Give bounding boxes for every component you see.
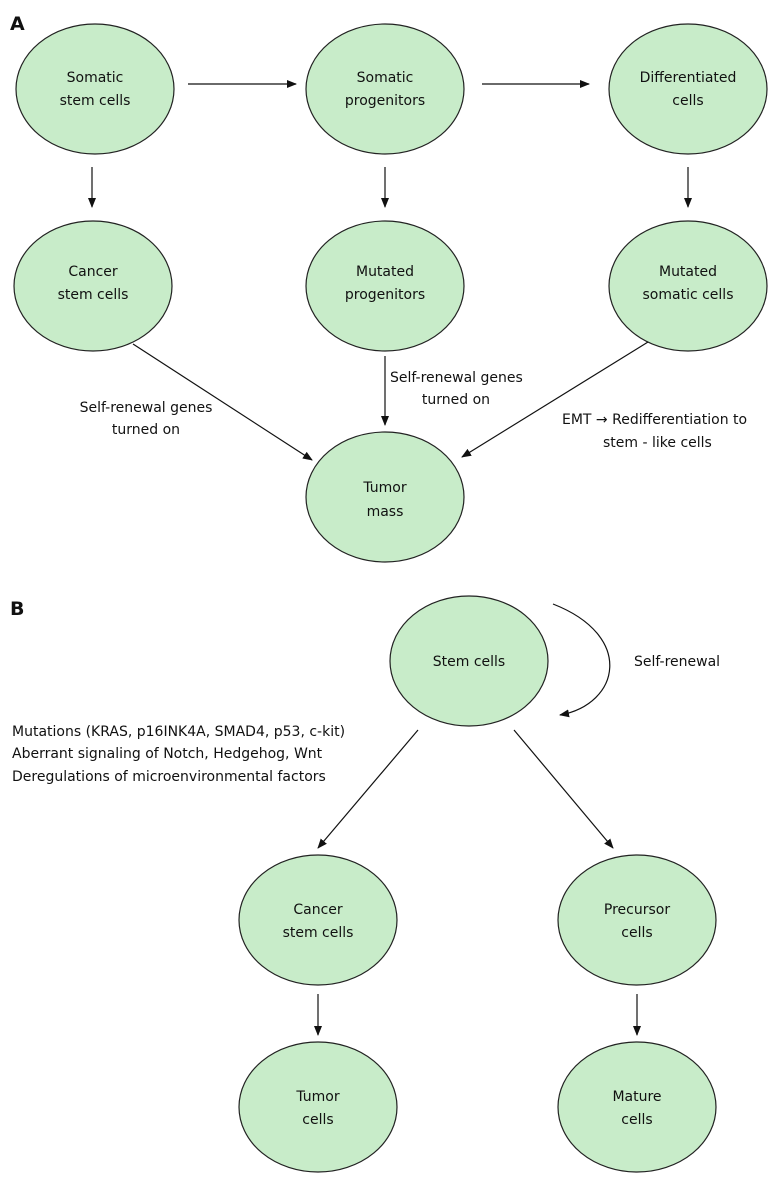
node-tumor-mass: Tumor mass <box>305 431 465 563</box>
node-cancer-stem-cells-b-line1: Cancer <box>293 902 343 918</box>
self-renewal-label: Self-renewal <box>634 654 720 670</box>
node-differentiated-cells-line2: cells <box>672 93 703 109</box>
node-tumor-mass-line1: Tumor <box>362 480 407 496</box>
edge-label-center-line1: Self-renewal genes <box>390 370 523 386</box>
factor-aberrant-signaling: Aberrant signaling of Notch, Hedgehog, W… <box>12 746 323 762</box>
node-stem-cells: Stem cells <box>389 595 549 727</box>
node-cancer-stem-cells-b-line2: stem cells <box>283 925 354 941</box>
node-mutated-somatic-cells: Mutated somatic cells <box>608 220 768 352</box>
node-mutated-progenitors-line1: Mutated <box>356 264 414 280</box>
node-differentiated-cells: Differentiated cells <box>608 23 768 155</box>
arrow-cancer-stem-to-tumor-mass <box>132 343 313 461</box>
edge-label-center: Self-renewal genes turned on <box>390 370 523 408</box>
node-mutated-progenitors-line2: progenitors <box>345 287 425 303</box>
factor-deregulations: Deregulations of microenvironmental fact… <box>12 769 326 785</box>
node-cancer-stem-cells-b: Cancer stem cells <box>238 854 398 986</box>
node-somatic-progenitors-line2: progenitors <box>345 93 425 109</box>
node-tumor-cells-line1: Tumor <box>295 1089 340 1105</box>
arrow-stem-to-precursor <box>513 729 614 849</box>
node-precursor-cells: Precursor cells <box>557 854 717 986</box>
node-tumor-cells-line2: cells <box>302 1112 333 1128</box>
edge-label-left: Self-renewal genes turned on <box>80 400 213 438</box>
node-cancer-stem-cells-a: Cancer stem cells <box>13 220 173 352</box>
node-mutated-somatic-cells-line2: somatic cells <box>643 287 734 303</box>
node-cancer-stem-cells-a-line1: Cancer <box>68 264 118 280</box>
node-tumor-cells: Tumor cells <box>238 1041 398 1173</box>
node-stem-cells-line1: Stem cells <box>433 654 505 670</box>
node-somatic-stem-cells-line1: Somatic <box>67 70 124 86</box>
node-somatic-progenitors: Somatic progenitors <box>305 23 465 155</box>
node-precursor-cells-line1: Precursor <box>604 902 670 918</box>
arrow-mutated-somatic-to-tumor-mass <box>461 341 649 458</box>
node-mutated-progenitors: Mutated progenitors <box>305 220 465 352</box>
node-somatic-stem-cells: Somatic stem cells <box>15 23 175 155</box>
node-somatic-progenitors-line1: Somatic <box>357 70 414 86</box>
node-mature-cells-line1: Mature <box>612 1089 661 1105</box>
node-cancer-stem-cells-a-line2: stem cells <box>58 287 129 303</box>
node-mutated-somatic-cells-line1: Mutated <box>659 264 717 280</box>
edge-label-center-line2: turned on <box>422 392 490 408</box>
factors-list: Mutations (KRAS, p16INK4A, SMAD4, p53, c… <box>12 724 345 785</box>
node-precursor-cells-line2: cells <box>621 925 652 941</box>
node-somatic-stem-cells-line2: stem cells <box>60 93 131 109</box>
edge-label-right: EMT → Redifferentiation to stem - like c… <box>562 412 747 451</box>
node-mature-cells-line2: cells <box>621 1112 652 1128</box>
self-renewal-loop-arrow <box>552 603 611 718</box>
node-mature-cells: Mature cells <box>557 1041 717 1173</box>
arrow-stem-to-cancer-stem-b <box>317 729 419 849</box>
panel-b-label: B <box>10 598 24 620</box>
edge-label-left-line2: turned on <box>112 422 180 438</box>
factor-mutations: Mutations (KRAS, p16INK4A, SMAD4, p53, c… <box>12 724 345 740</box>
edge-label-right-line2: stem - like cells <box>603 435 712 451</box>
node-tumor-mass-line2: mass <box>367 504 404 520</box>
node-differentiated-cells-line1: Differentiated <box>640 70 737 86</box>
panel-a-label: A <box>10 13 25 35</box>
edge-label-left-line1: Self-renewal genes <box>80 400 213 416</box>
edge-label-right-line1: EMT → Redifferentiation to <box>562 412 747 428</box>
